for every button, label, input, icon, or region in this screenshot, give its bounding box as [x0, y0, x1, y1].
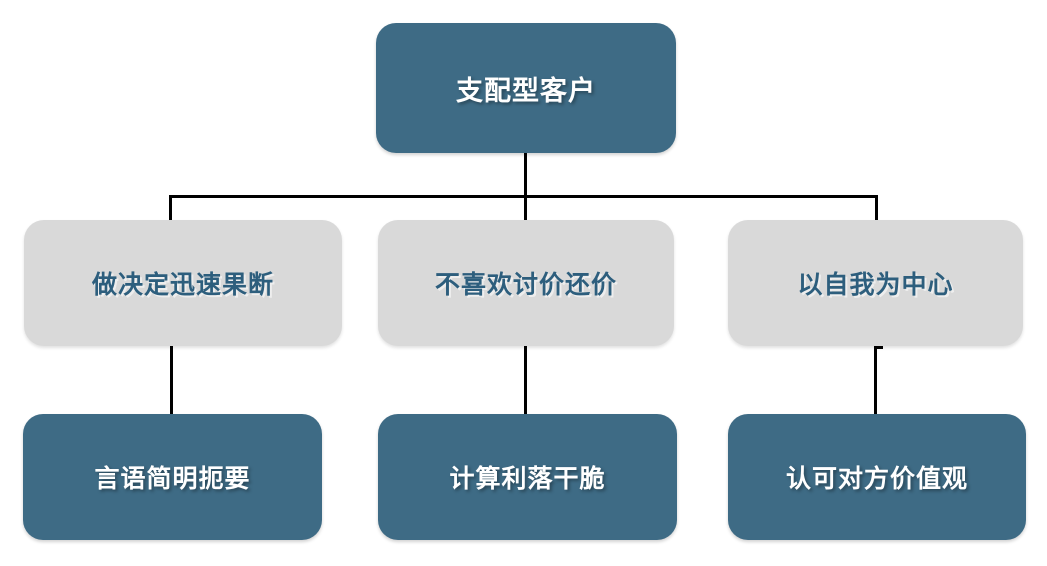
connector-root-trunk — [524, 152, 527, 220]
response-node-2: 计算利落干脆 — [378, 414, 677, 540]
response-node-3-label: 认可对方价值观 — [785, 465, 968, 493]
response-node-1-label: 言语简明扼要 — [94, 465, 251, 493]
trait-node-2-label: 不喜欢讨价还价 — [434, 271, 617, 299]
root-node-label: 支配型客户 — [456, 75, 596, 106]
trait-node-1: 做决定迅速果断 — [24, 220, 342, 346]
response-node-1: 言语简明扼要 — [23, 414, 322, 540]
connector-column-1 — [170, 346, 173, 415]
connector-right-stub — [875, 195, 878, 221]
connector-column-3 — [874, 346, 877, 415]
connector-left-stub — [169, 195, 172, 221]
connector-column-2 — [524, 346, 527, 415]
connector-column-3-hook — [874, 346, 883, 349]
trait-node-3-label: 以自我为中心 — [797, 271, 954, 299]
response-node-2-label: 计算利落干脆 — [449, 465, 606, 493]
trait-node-1-label: 做决定迅速果断 — [91, 271, 274, 299]
connector-horizontal-bar — [169, 195, 878, 198]
trait-node-2: 不喜欢讨价还价 — [378, 220, 674, 346]
root-node: 支配型客户 — [376, 23, 676, 153]
trait-node-3: 以自我为中心 — [728, 220, 1023, 346]
response-node-3: 认可对方价值观 — [728, 414, 1026, 540]
